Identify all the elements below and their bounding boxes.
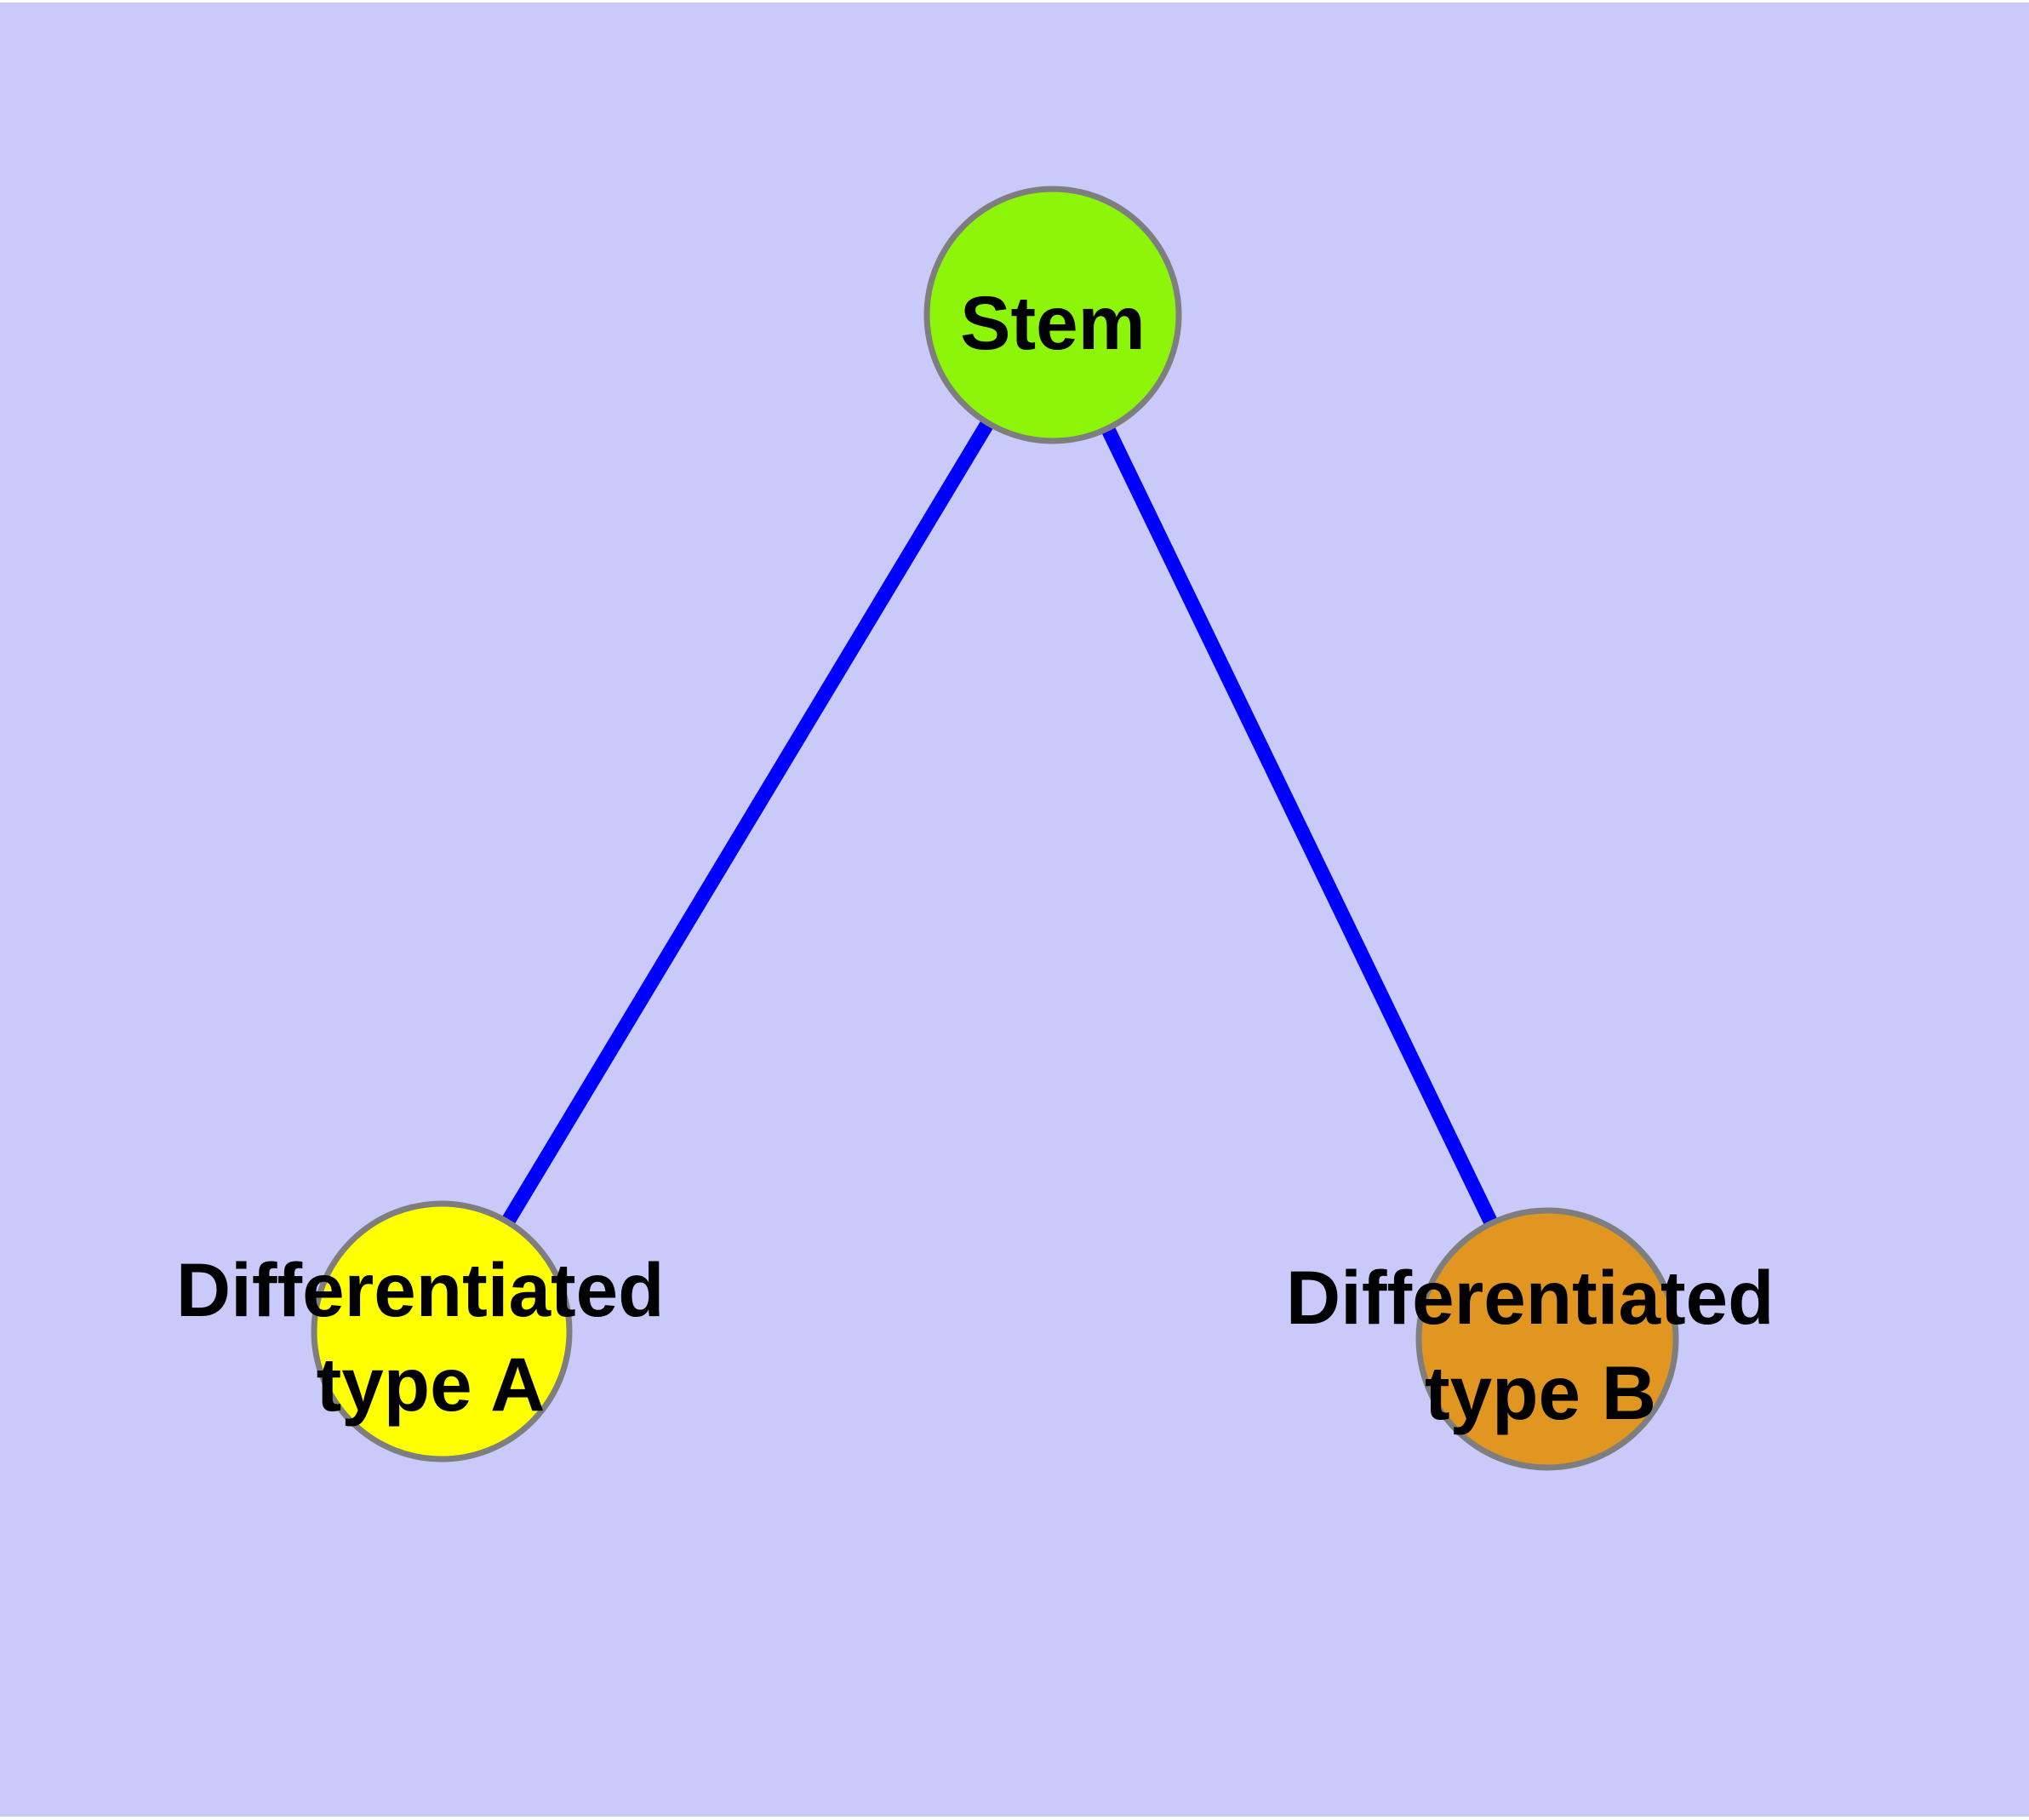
edge-stem-to-type-a <box>435 311 1060 1336</box>
node-type-b-circle <box>1415 1207 1679 1471</box>
node-type-a-label-line1: Differentiated <box>176 1247 665 1332</box>
node-type-a-circle <box>311 1200 573 1462</box>
node-type-a-label-line2: type A <box>317 1342 546 1427</box>
node-type-b-label-line1: Differentiated <box>1286 1255 1775 1340</box>
edge-stem-to-type-b <box>1046 312 1554 1342</box>
node-type-a-label: Differentiated type A <box>176 1247 685 1427</box>
node-type-b-label: Differentiated type B <box>1286 1255 1795 1435</box>
node-stem-label: Stem <box>960 280 1146 365</box>
node-type-b-label-line2: type B <box>1425 1350 1656 1435</box>
node-stem-circle <box>923 186 1182 444</box>
